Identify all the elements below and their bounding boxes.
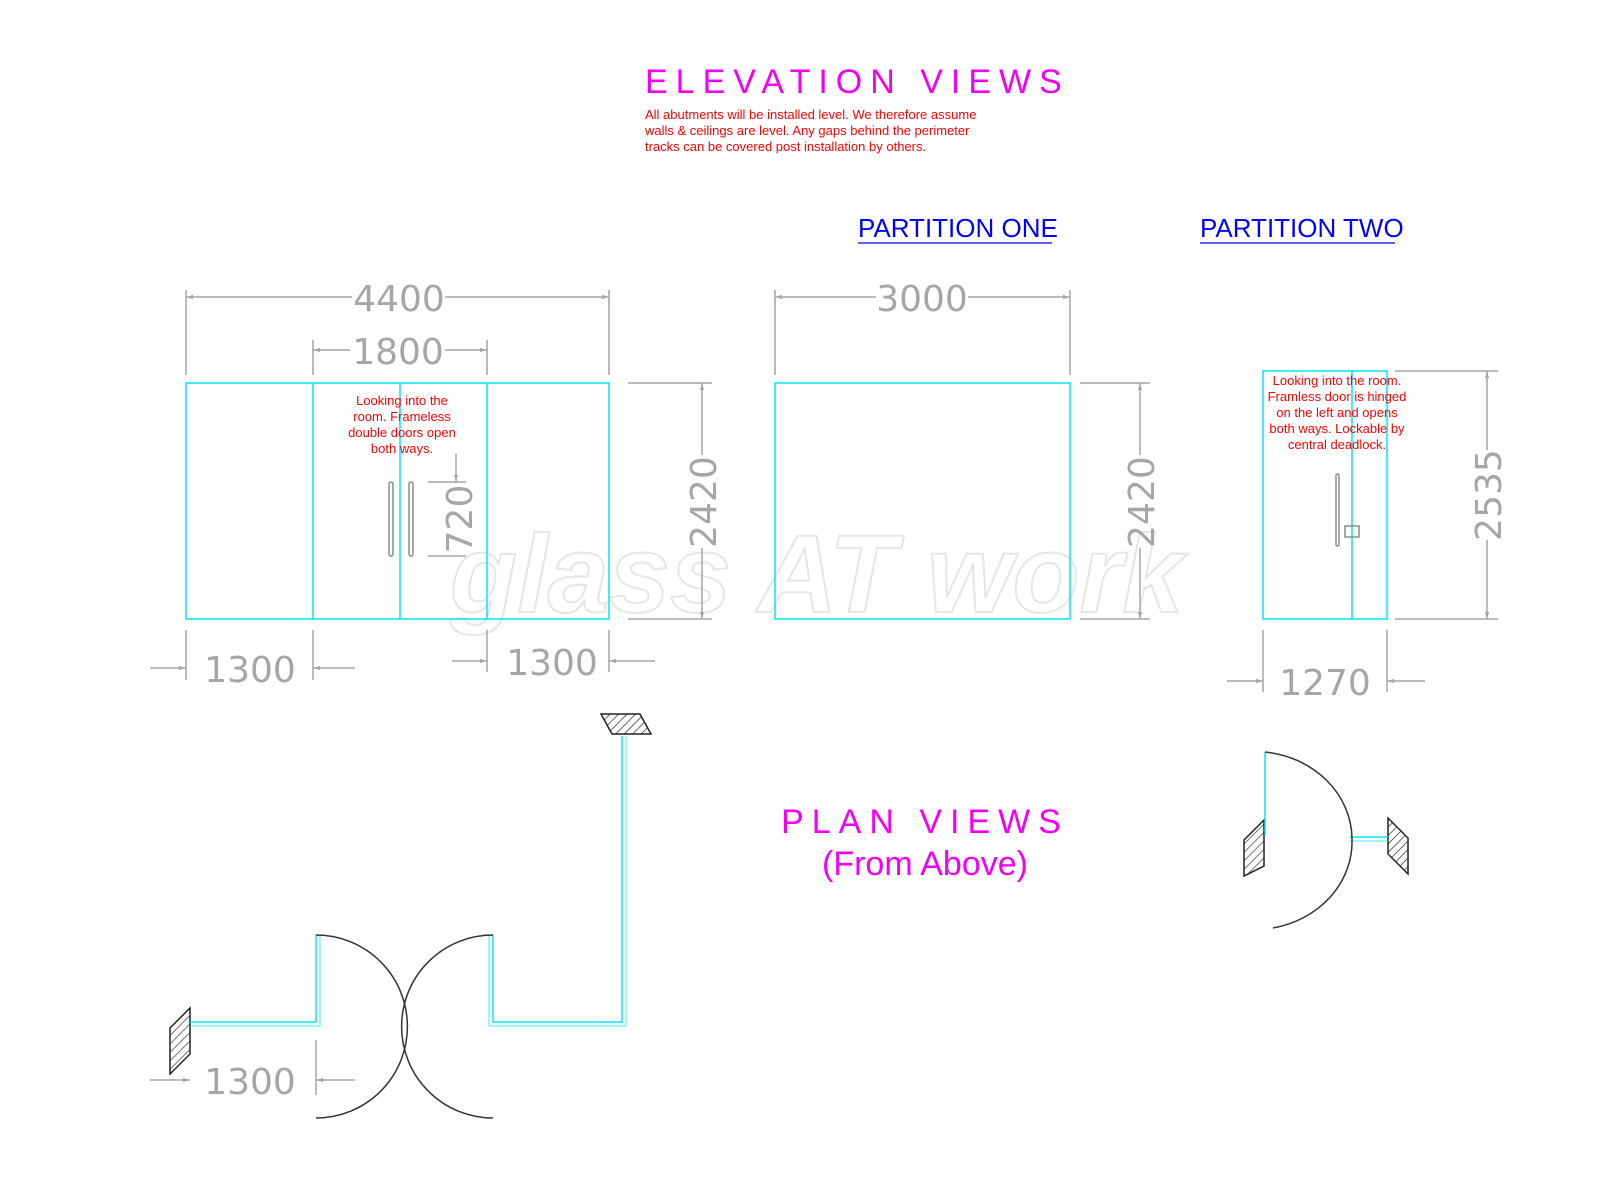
single-door-note-1: Looking into the room.: [1273, 373, 1402, 388]
plan-double-door: [169, 713, 653, 1119]
wall-left-icon: [169, 1006, 191, 1076]
plan-single-door: [1243, 751, 1409, 929]
elevation-note-line-2: walls & ceilings are level. Any gaps beh…: [644, 123, 970, 138]
door-swing-right: [400, 934, 494, 1119]
door-handle-left: [388, 481, 394, 557]
elevation-panel-outline: [185, 382, 610, 620]
wall-left-icon: [1243, 818, 1265, 878]
double-door-note-4: both ways.: [371, 441, 433, 456]
door-swing-single: [1264, 751, 1353, 929]
single-door-note-3: on the left and opens: [1276, 405, 1398, 420]
dim-plan-left-panel: 1300: [204, 1062, 296, 1103]
single-door-note-2: Framless door is hinged: [1268, 389, 1407, 404]
elevation-views-title: ELEVATION VIEWS: [645, 63, 1070, 101]
partition-two-panel: [1262, 370, 1388, 620]
dim-left-panel: 1300: [204, 650, 296, 691]
double-door-note-3: double doors open: [348, 425, 456, 440]
dim-overall-height: 2420: [684, 456, 725, 548]
dim-partition-two-width: 1270: [1279, 663, 1371, 704]
door-swing-left: [315, 934, 409, 1119]
plan-glass-left: [190, 935, 317, 1023]
elevation-note-line-3: tracks can be covered post installation …: [645, 139, 926, 154]
watermark: glass AT work: [449, 513, 1188, 636]
wall-top-icon: [599, 713, 653, 735]
dim-partition-one-height: 2420: [1122, 456, 1163, 548]
partition-two-elevation: [1262, 370, 1388, 620]
dim-right-panel: 1300: [506, 643, 598, 684]
partition-one-panel: [774, 382, 1071, 620]
plan-glass-left-inner: [190, 935, 321, 1027]
dim-overall-width: 4400: [353, 279, 445, 320]
elevation-note-line-1: All abutments will be installed level. W…: [645, 107, 976, 122]
double-door-note-2: room. Frameless: [353, 409, 451, 424]
single-door-note-5: central deadlock.: [1288, 437, 1386, 452]
plan-views-subtitle: (From Above): [822, 845, 1028, 883]
deadlock-icon: [1344, 525, 1360, 538]
plan-views-title: PLAN VIEWS: [781, 803, 1069, 841]
dim-door-pair-width: 1800: [352, 332, 444, 373]
door-handle-right: [408, 481, 414, 557]
partition-one-label: PARTITION ONE: [858, 213, 1058, 243]
dim-partition-one-width: 3000: [876, 279, 968, 320]
partition-two-label: PARTITION TWO: [1200, 213, 1404, 243]
elevation-double-door-partition: [185, 382, 610, 620]
single-door-note-4: both ways. Lockable by: [1269, 421, 1405, 436]
dim-partition-two-height: 2535: [1469, 449, 1510, 541]
wall-right-icon: [1387, 816, 1409, 876]
partition-two-handle: [1335, 473, 1340, 547]
double-door-note-1: Looking into the: [356, 393, 448, 408]
plan-glass-right: [492, 736, 623, 1023]
dim-handle-length: 720: [440, 485, 481, 554]
plan-glass-right-inner: [488, 736, 627, 1027]
